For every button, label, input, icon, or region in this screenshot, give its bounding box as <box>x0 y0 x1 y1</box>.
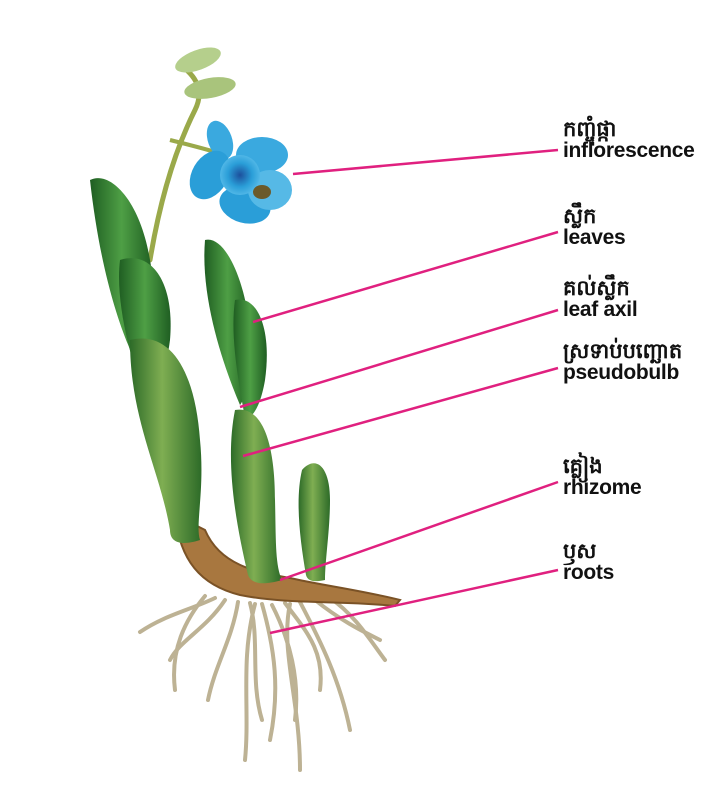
label-english: leaves <box>563 226 626 250</box>
bud-upper <box>175 47 221 73</box>
label-english: leaf axil <box>563 298 638 322</box>
label-pseudobulb: ស្រទាប់បញ្ឆោត pseudobulb <box>563 340 682 384</box>
label-english: inflorescence <box>563 139 695 163</box>
label-leaf-axil: គល់ស្លឹក leaf axil <box>563 276 638 322</box>
leader-lines <box>239 148 559 635</box>
leader-line-roots <box>269 568 559 635</box>
label-roots: ឫស roots <box>563 540 614 584</box>
label-khmer: ស្រទាប់បញ្ឆោត <box>563 339 683 363</box>
label-khmer: គល់ស្លឹក <box>563 276 630 300</box>
leader-line-pseudobulb <box>242 366 559 458</box>
label-english: roots <box>563 561 615 585</box>
leader-line-inflorescence <box>292 148 559 176</box>
bud-lower <box>184 77 236 99</box>
label-khmer: ឫស <box>563 539 597 563</box>
label-english: pseudobulb <box>563 361 679 385</box>
leader-line-leaf-axil <box>239 308 559 409</box>
flower-stem <box>147 62 202 263</box>
middle-leaf-right <box>233 299 267 419</box>
leader-line-leaves <box>252 230 559 324</box>
label-khmer: គ្លៀង <box>563 454 603 478</box>
left-pseudobulb <box>130 338 202 543</box>
rhizome-shape <box>173 513 402 608</box>
flower <box>189 120 292 224</box>
label-inflorescence: កញ្ចុំផ្កា inflorescence <box>563 118 695 162</box>
leader-line-rhizome <box>279 480 559 582</box>
roots-group <box>138 594 387 772</box>
new-growth <box>298 463 330 582</box>
label-khmer: កញ្ចុំផ្កា <box>563 117 617 141</box>
label-rhizome: គ្លៀង rhizome <box>563 454 642 500</box>
label-english: rhizome <box>563 476 642 500</box>
middle-pseudobulb <box>230 409 282 584</box>
label-leaves: ស្លឹក leaves <box>563 204 626 250</box>
label-khmer: ស្លឹក <box>563 204 597 228</box>
